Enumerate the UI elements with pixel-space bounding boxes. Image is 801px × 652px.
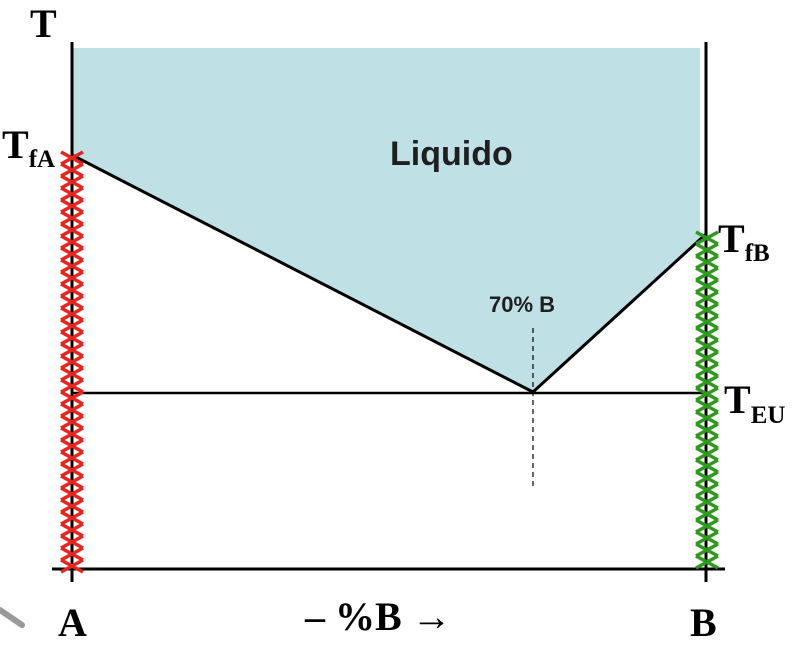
component-b-mark — [695, 230, 719, 246]
component-b-mark — [695, 278, 719, 294]
teu-label: TEU — [724, 377, 785, 429]
component-a-mark — [60, 402, 84, 418]
liquidus-line-a — [71, 153, 534, 394]
component-a-mark — [60, 246, 84, 262]
component-a-mark — [60, 414, 84, 430]
component-b-mark — [695, 314, 719, 330]
teu-subscript: EU — [751, 402, 786, 429]
x-axis-label: – %B → — [304, 594, 452, 639]
component-a-mark — [60, 306, 84, 322]
component-a-mark — [60, 162, 84, 178]
component-b-mark — [695, 518, 719, 534]
component-b-mark — [695, 254, 719, 270]
component-a-mark — [60, 150, 84, 166]
component-b-mark — [695, 266, 719, 282]
tfa-subscript: fA — [29, 146, 55, 173]
component-a-mark — [60, 294, 84, 310]
tfb-subscript: fB — [745, 240, 770, 267]
component-a-mark — [60, 534, 84, 550]
x-right-label: B — [690, 600, 717, 645]
component-b-mark — [695, 386, 719, 402]
component-a-mark — [60, 426, 84, 442]
component-a-mark — [60, 342, 84, 358]
component-b-mark — [695, 446, 719, 462]
component-b-mark — [695, 398, 719, 414]
component-b-mark — [695, 242, 719, 258]
liquid-region — [72, 48, 700, 392]
component-a-mark — [60, 438, 84, 454]
pointer-fragment — [0, 607, 25, 628]
tfb-label: TfB — [718, 216, 770, 267]
component-a-mark — [60, 522, 84, 538]
component-a-mark — [60, 282, 84, 298]
component-b-mark — [695, 482, 719, 498]
liquidus-line-b — [531, 232, 708, 394]
component-a-mark — [60, 198, 84, 214]
component-b-mark — [695, 506, 719, 522]
component-a-mark — [60, 450, 84, 466]
component-b-mark — [695, 494, 719, 510]
liquid-label: Liquido — [390, 135, 513, 173]
component-a-mark — [60, 186, 84, 202]
component-a-mark — [60, 174, 84, 190]
component-a-mark — [60, 486, 84, 502]
component-a-mark — [60, 546, 84, 562]
component-b-mark — [695, 542, 719, 558]
component-b-mark — [695, 530, 719, 546]
component-a-mark — [60, 330, 84, 346]
component-a-mark — [60, 270, 84, 286]
y-axis-label: T — [30, 1, 57, 46]
eutectic-composition-label: 70% B — [489, 292, 555, 317]
component-a-mark — [60, 378, 84, 394]
component-a-mark — [60, 210, 84, 226]
component-a-mark — [60, 222, 84, 238]
component-b-mark — [695, 410, 719, 426]
component-a-mark — [60, 510, 84, 526]
component-b-mark — [695, 326, 719, 342]
component-a-mark — [60, 354, 84, 370]
component-b-mark — [695, 554, 719, 570]
component-a-mark — [60, 318, 84, 334]
component-b-mark — [695, 434, 719, 450]
component-a-mark — [60, 258, 84, 274]
component-a-mark — [60, 462, 84, 478]
component-b-mark — [695, 422, 719, 438]
component-a-mark — [60, 474, 84, 490]
component-b-solid-marks — [695, 230, 719, 570]
component-b-mark — [695, 470, 719, 486]
component-b-mark — [695, 290, 719, 306]
component-a-mark — [60, 390, 84, 406]
component-a-mark — [60, 366, 84, 382]
component-b-mark — [695, 338, 719, 354]
component-b-mark — [695, 350, 719, 366]
component-a-solid-marks — [60, 150, 84, 574]
component-a-mark — [60, 498, 84, 514]
component-a-mark — [60, 558, 84, 574]
component-b-mark — [695, 374, 719, 390]
teu-main: T — [724, 377, 751, 422]
component-b-mark — [695, 458, 719, 474]
component-a-mark — [60, 234, 84, 250]
tfa-main: T — [2, 122, 29, 167]
tfb-main: T — [718, 216, 745, 261]
component-b-mark — [695, 302, 719, 318]
component-b-mark — [695, 362, 719, 378]
tfa-label: TfA — [2, 122, 55, 173]
x-left-label: A — [58, 600, 87, 645]
